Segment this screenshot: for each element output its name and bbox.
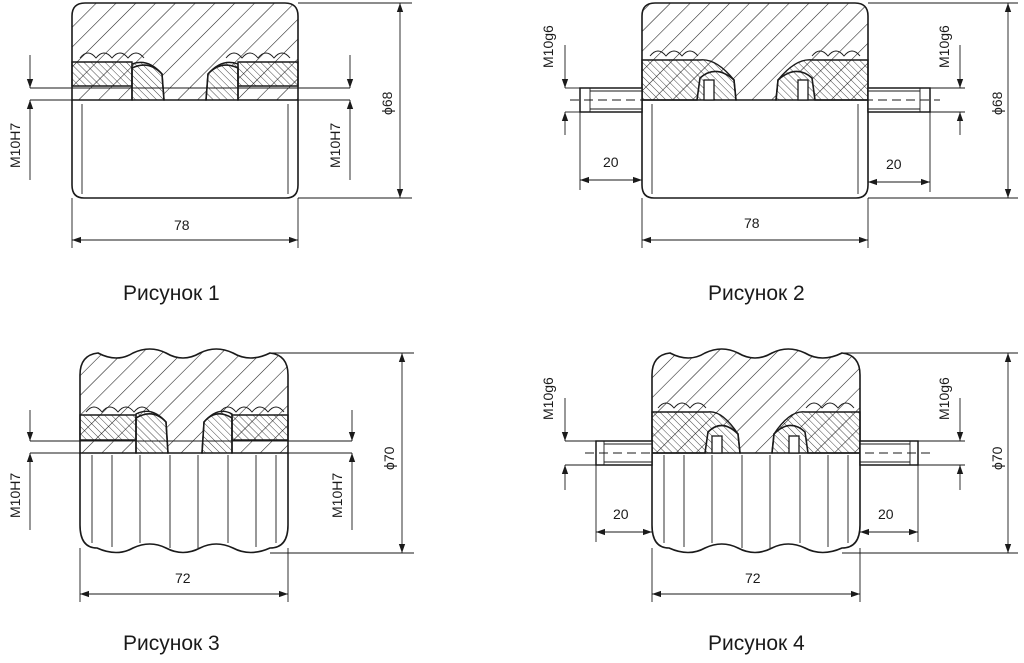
figure-1: M10H7 M10H7 ϕ68 78 Рисунок 1: [7, 2, 412, 305]
figure-2-stud-left-label: 20: [603, 154, 619, 170]
figure-2: M10g6 M10g6 20 20 ϕ68 78 Рисунок 2: [540, 2, 1018, 305]
figure-2-caption: Рисунок 2: [708, 282, 805, 305]
figure-2-stud-right-label: 20: [886, 156, 902, 172]
figure-1-thread-right: M10H7: [327, 123, 343, 168]
figure-4-thread-left: M10g6: [540, 377, 556, 420]
figure-3-thread-left: M10H7: [7, 473, 23, 518]
figure-3-caption: Рисунок 3: [123, 632, 220, 655]
figure-2-diameter-label: ϕ68: [989, 91, 1005, 115]
figure-1-thread-left: M10H7: [7, 123, 23, 168]
figure-1-width-label: 78: [174, 217, 190, 233]
figure-1-caption: Рисунок 1: [123, 282, 220, 305]
figure-4-width-label: 72: [745, 570, 761, 586]
figure-4-diameter-label: ϕ70: [989, 446, 1005, 470]
figure-2-thread-left: M10g6: [540, 25, 556, 68]
figure-2-thread-right: M10g6: [936, 25, 952, 68]
figure-4: M10g6 M10g6 20 20 ϕ70 72 Рисунок 4: [540, 348, 1018, 655]
figure-4-stud-left-label: 20: [613, 506, 629, 522]
figure-1-diameter-label: ϕ68: [379, 91, 395, 115]
figure-4-stud-right-label: 20: [878, 506, 894, 522]
figure-4-thread-right: M10g6: [936, 377, 952, 420]
figure-3: M10H7 M10H7 ϕ70 72 Рисунок 3: [7, 348, 414, 655]
figure-2-width-label: 78: [744, 215, 760, 231]
figure-3-thread-right: M10H7: [329, 473, 345, 518]
figure-3-diameter-label: ϕ70: [381, 446, 397, 470]
figure-3-width-label: 72: [175, 570, 191, 586]
figure-4-caption: Рисунок 4: [708, 632, 805, 655]
